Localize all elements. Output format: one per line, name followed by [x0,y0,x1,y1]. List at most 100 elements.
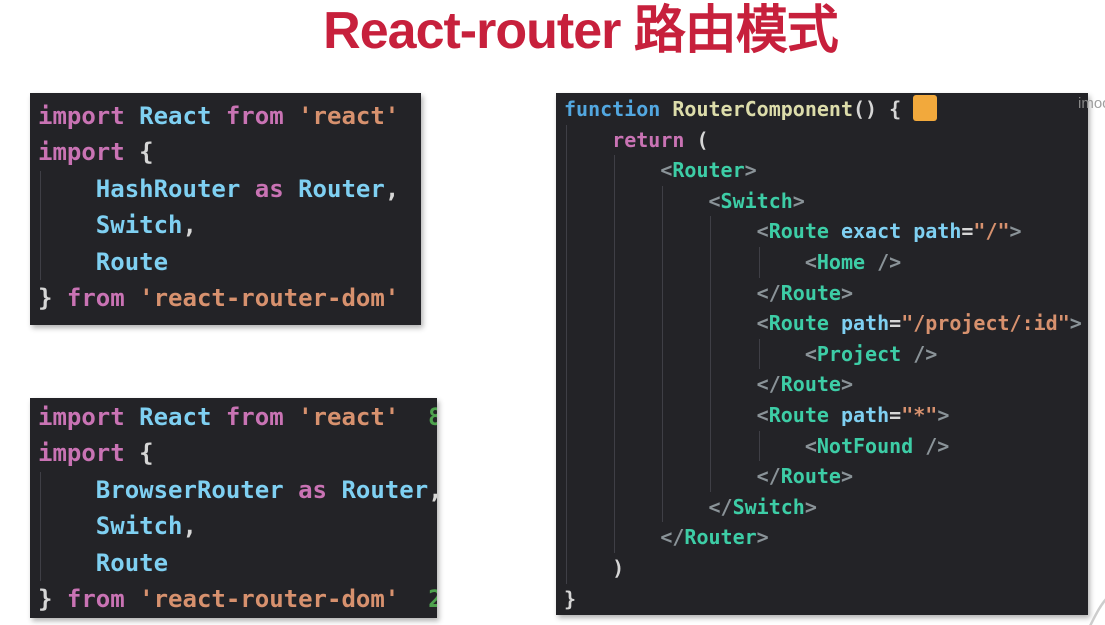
code-line: function RouterComponent() { [556,94,1088,125]
code-token: Router [341,475,429,504]
indent-guide [614,369,616,400]
indent-guide [662,216,664,247]
code-line: <Route path="/project/:id"> [556,308,1088,339]
code-token: = [961,219,974,244]
watermark-text: imooc [1078,95,1105,112]
code-token: 'react-router-dom' [139,585,400,614]
code-line: </Router> [556,522,1088,553]
code-line: } from 'react-router-dom' [30,280,421,316]
code-line: </Switch> [556,491,1088,523]
indent-guide [614,491,616,523]
code-token: path [828,402,890,427]
indent-guide [710,430,712,462]
code-token: NotFound [816,433,914,458]
indent-guide [614,216,616,247]
indent-guide [614,430,616,462]
code-token: 'react' [298,102,400,130]
code-token: Route [768,402,829,427]
indent-guide [566,308,567,339]
code-token: return [564,127,697,152]
code-token: < [564,402,769,427]
code-token: Route [780,372,841,397]
indent-guide [614,155,616,186]
indent-guide [710,246,712,278]
indent-guide [566,369,567,400]
code-token: < [564,219,769,244]
indent-guide [566,338,567,370]
code-token: React [139,102,226,130]
indent-guide [40,243,41,281]
indent-guide [566,522,567,553]
code-line: <Switch> [556,185,1088,217]
code-block-hashrouter-import: import React from 'react'import { HashRo… [30,93,421,325]
code-token: import [38,403,140,431]
code-token: = [889,311,902,336]
code-token: /> [901,341,938,366]
code-line: <NotFound /> [556,430,1088,462]
code-line: Route [30,544,437,582]
indent-guide [566,461,567,492]
code-line: <Route path="*"> [556,399,1088,431]
code-line: <Router> [556,155,1088,186]
code-token: from [225,102,299,130]
indent-guide [40,207,41,244]
code-token: > [1009,219,1022,244]
code-token: > [756,525,769,550]
indent-guide [710,338,712,370]
code-line: } from 'react-router-dom' 2 [30,581,437,617]
indent-guide [566,216,567,247]
code-token: HashRouter [38,174,255,203]
code-token: > [792,188,805,213]
indent-guide [662,491,664,523]
code-line: import React from 'react' [30,98,421,134]
indent-guide [710,369,712,400]
indent-guide [40,508,41,545]
code-line: <Home /> [556,246,1088,278]
code-token: 2 [428,585,437,614]
code-line: } [556,584,1088,615]
code-token: Router [684,525,757,550]
indent-guide [566,246,567,278]
code-token: > [804,494,817,519]
code-token: import [38,102,140,130]
code-token: /> [865,249,902,274]
code-token: </ [564,372,781,397]
code-token: </ [564,525,685,550]
indent-guide [40,544,41,582]
indent-guide [566,399,567,431]
code-token: , [182,211,197,240]
indent-guide [614,522,616,553]
code-token: () { [853,97,914,121]
code-token: Switch [38,512,183,541]
code-token: > [840,280,854,305]
code-token: "/" [973,219,1010,244]
code-token: Route [780,464,841,489]
code-token: } [38,284,67,313]
indent-guide [566,430,567,462]
code-token: > [840,372,854,397]
code-token: Switch [732,494,805,519]
indent-guide [758,246,760,278]
code-token: import [38,138,140,167]
indent-guide [710,277,712,309]
code-line: return ( [556,124,1088,156]
code-token: Project [816,341,902,366]
page-title: React-router 路由模式 [323,2,839,60]
code-token: 'react-router-dom' [139,284,400,313]
code-token: } [38,585,67,614]
code-token: , [428,476,437,504]
indent-guide [614,308,616,339]
code-token: </ [564,464,781,489]
indent-guide [758,338,760,370]
indent-guide [662,308,664,339]
code-token: path [828,311,890,336]
indent-guide [710,399,712,431]
indent-guide [566,155,567,186]
code-token: < [564,249,817,274]
indent-guide [662,277,664,309]
code-line: ) [556,552,1088,584]
code-token: from [66,284,140,313]
indent-guide [662,369,664,400]
indent-guide [40,471,41,509]
